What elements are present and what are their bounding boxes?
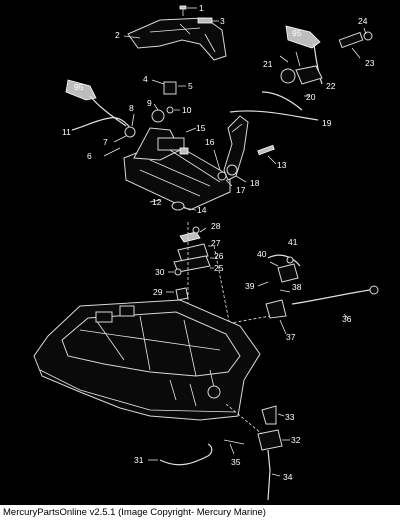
grease-tag-left: 95 [74,82,84,92]
callout-39: 39 [245,281,255,291]
callout-3: 3 [220,16,225,26]
shift-lever-part-18 [223,115,249,181]
callout-37: 37 [286,332,296,342]
callout-29: 29 [153,287,163,297]
screw-part-30 [174,268,182,276]
callout-23: 23 [365,58,375,68]
callout-36: 36 [342,314,352,324]
copyright-caption: MercuryPartsOnline v2.5.1 (Image Copyrig… [0,505,400,520]
callout-2: 2 [115,30,120,40]
callout-7: 7 [103,137,108,147]
callout-9: 9 [147,98,152,108]
callout-24: 24 [358,16,368,26]
sleeve-part-3 [197,17,213,24]
callout-14: 14 [197,205,207,215]
grease-tag-right: 95 [292,28,302,38]
bracket-part-37 [265,299,287,319]
grease-tube-right [285,25,321,49]
callout-27: 27 [211,238,221,248]
switch-part-40 [277,263,299,283]
callout-33: 33 [285,412,295,422]
bracket-stack [173,226,211,273]
bracket-part-5 [163,81,177,95]
bushing-part-21 [280,68,296,84]
callout-1: 1 [199,3,204,13]
callout-30: 30 [155,267,165,277]
callout-26: 26 [214,251,224,261]
exploded-parts-diagram: 95 95 1 2 3 4 5 6 7 8 9 10 11 12 13 14 1… [33,3,379,501]
o-ring-part-17 [217,171,227,181]
callout-4: 4 [143,74,148,84]
fitting-part-23 [338,31,364,49]
washer-part-9 [151,109,165,123]
clip-part-33 [261,405,277,425]
callout-40: 40 [257,249,267,259]
nut-part-8 [124,126,136,138]
callout-6: 6 [87,151,92,161]
wire-harness-part-31 [159,443,213,466]
ring-part-14 [171,201,185,211]
callout-13: 13 [277,160,287,170]
top-cover-plate [127,17,227,61]
bolt-part-1 [179,5,187,16]
grease-tube-left [65,79,97,101]
cable-end-part-36 [369,285,379,295]
callout-16: 16 [205,137,215,147]
callout-35: 35 [231,457,241,467]
callout-18: 18 [250,178,260,188]
control-housing-part-12 [123,127,231,211]
callout-12: 12 [152,197,162,207]
callout-41: 41 [288,237,298,247]
callout-10: 10 [182,105,192,115]
callout-32: 32 [291,435,301,445]
callout-34: 34 [283,472,293,482]
pin-part-13 [257,144,275,156]
connector-part-32 [257,429,283,451]
callout-11: 11 [62,127,71,137]
callout-15: 15 [196,123,206,133]
callout-38: 38 [292,282,302,292]
callout-22: 22 [326,81,336,91]
callout-28: 28 [211,221,221,231]
callout-17: 17 [236,185,246,195]
callout-25: 25 [214,263,224,273]
callout-21: 21 [263,59,273,69]
pad-part-15 [179,147,189,155]
callout-8: 8 [129,103,134,113]
callout-19: 19 [322,118,332,128]
bottom-cowl [33,299,261,421]
clip-part-29 [175,287,189,301]
callout-20: 20 [306,92,316,102]
callout-31: 31 [134,455,144,465]
callout-5: 5 [188,81,193,91]
